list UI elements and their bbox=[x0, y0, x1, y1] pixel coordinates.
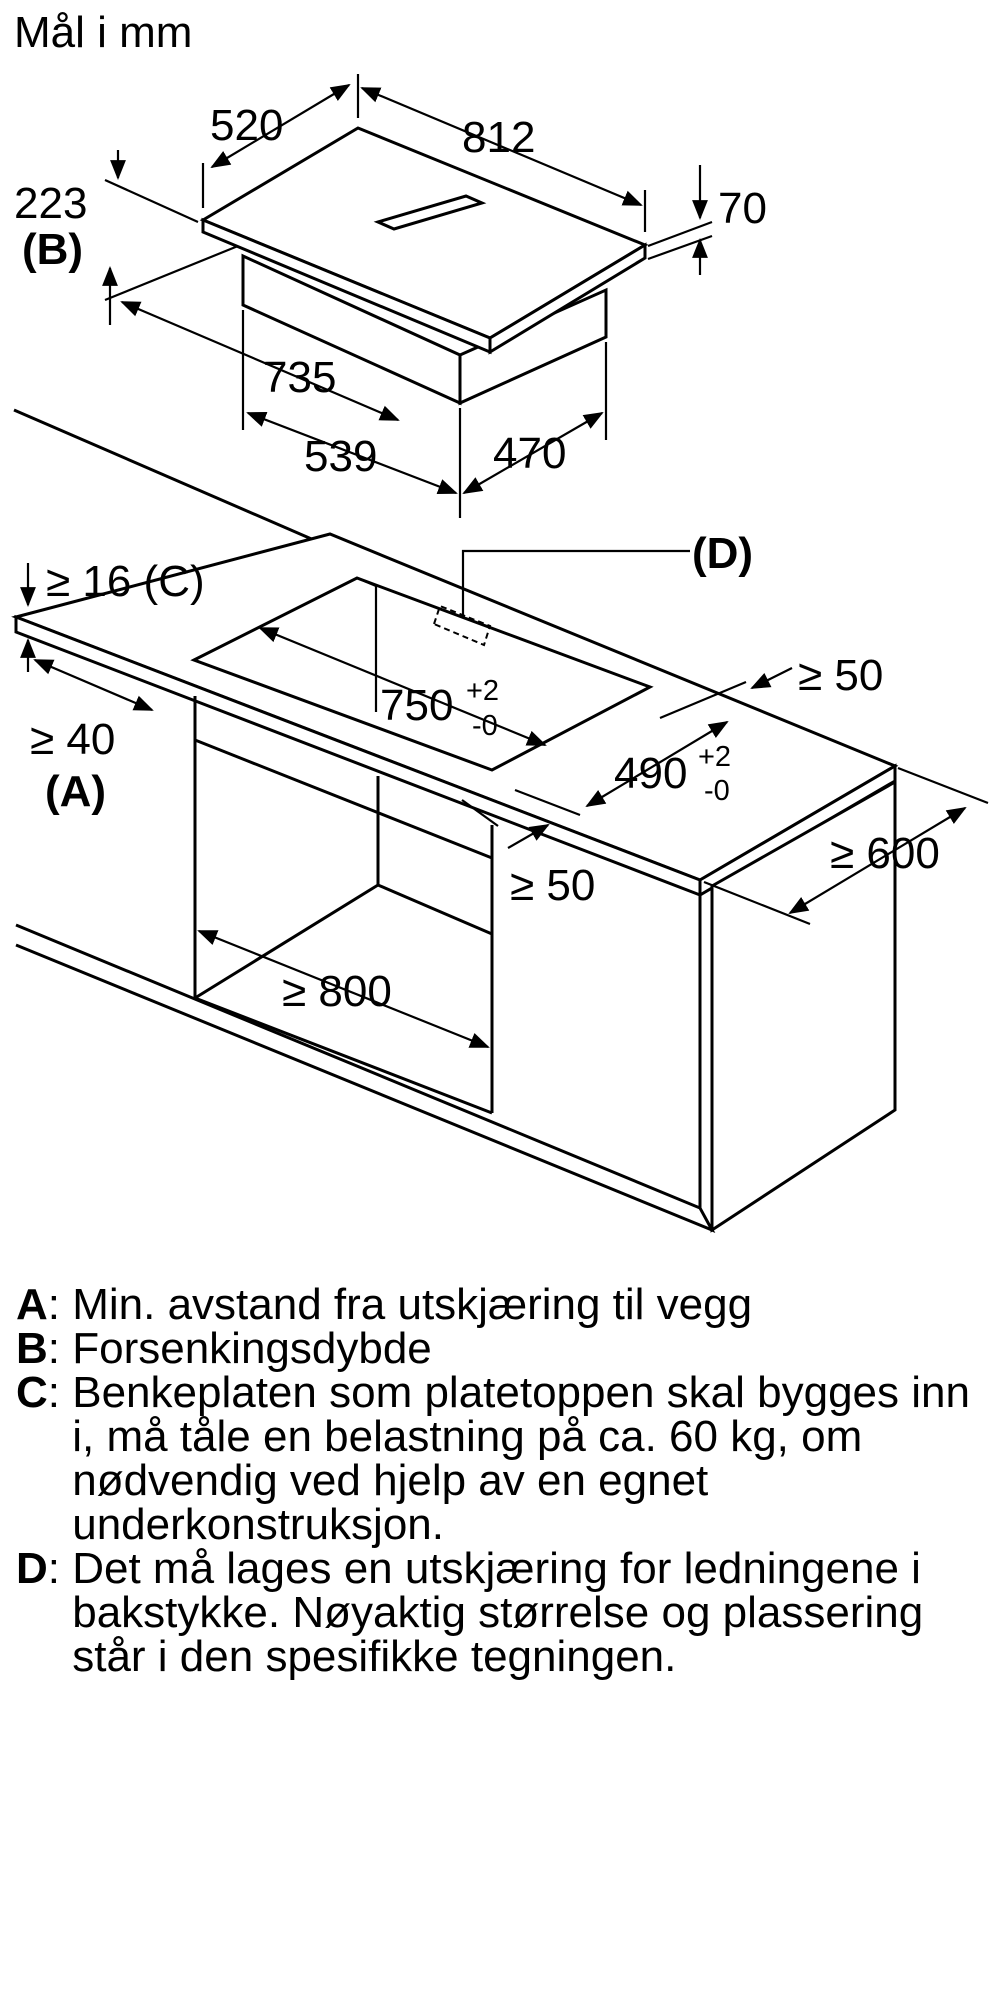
legend-text: Min. avstand fra utskjæring til vegg bbox=[72, 1280, 753, 1329]
dim-min-worktop-depth: ≥ 600 bbox=[830, 829, 940, 878]
label-a: (A) bbox=[45, 767, 106, 816]
dim-cutout-depth-tol-minus: -0 bbox=[704, 775, 730, 807]
dim-cutout-depth: 490 bbox=[614, 749, 687, 798]
hob-glass-side-edge bbox=[488, 242, 647, 355]
legend-key: C bbox=[16, 1368, 48, 1417]
dim-min-side-distance: ≥ 50 bbox=[798, 651, 883, 700]
dim-70: 70 bbox=[718, 184, 767, 233]
dim-cutout-width-tol-minus: -0 bbox=[472, 710, 498, 742]
dim-cutout-width: 750 bbox=[380, 681, 453, 730]
dim-min-cabinet-width: ≥ 800 bbox=[282, 967, 392, 1016]
dim-min-wall-distance: ≥ 40 bbox=[30, 715, 115, 764]
legend-key: D bbox=[16, 1544, 48, 1593]
dim-cutout-width-tol-plus: +2 bbox=[466, 675, 499, 707]
legend-item-a: A: Min. avstand fra utskjæring til vegg bbox=[16, 1283, 991, 1327]
dim-min-front-distance: ≥ 50 bbox=[510, 861, 595, 910]
dim-min-thickness: ≥ 16 (C) bbox=[46, 557, 205, 606]
legend-key: A bbox=[16, 1280, 48, 1329]
dim-539: 539 bbox=[304, 432, 377, 481]
dim-470: 470 bbox=[493, 429, 566, 478]
installation-drawing: Mål i mm 520 812 70 223 (B) 735 bbox=[11, 8, 989, 1233]
dim-812: 812 bbox=[462, 113, 535, 162]
label-b: (B) bbox=[22, 225, 83, 274]
unit-note: Mål i mm bbox=[14, 8, 192, 57]
legend-item-b: B: Forsenkingsdybde bbox=[16, 1327, 991, 1371]
dim-cutout-depth-tol-plus: +2 bbox=[698, 741, 731, 773]
legend: A: Min. avstand fra utskjæring til vegg … bbox=[16, 1283, 991, 1679]
legend-text: Det må lages en utskjæring for ledningen… bbox=[72, 1544, 924, 1681]
dim-520: 520 bbox=[210, 101, 283, 150]
dim-735: 735 bbox=[263, 353, 336, 402]
dim-223: 223 bbox=[14, 179, 87, 228]
legend-item-c: C: Benkeplaten som platetoppen skal bygg… bbox=[16, 1371, 991, 1547]
legend-item-d: D: Det må lages en utskjæring for lednin… bbox=[16, 1547, 991, 1679]
legend-key: B bbox=[16, 1324, 48, 1373]
legend-text: Forsenkingsdybde bbox=[72, 1324, 432, 1373]
legend-text: Benkeplaten som platetoppen skal bygges … bbox=[72, 1368, 970, 1549]
hob-drawing: 520 812 70 223 (B) 735 539 470 bbox=[14, 74, 767, 518]
label-d: (D) bbox=[692, 529, 753, 578]
worktop-drawing: (D) ≥ 16 (C) ≥ 40 (A) 750 +2 -0 490 +2 -… bbox=[11, 408, 989, 1233]
